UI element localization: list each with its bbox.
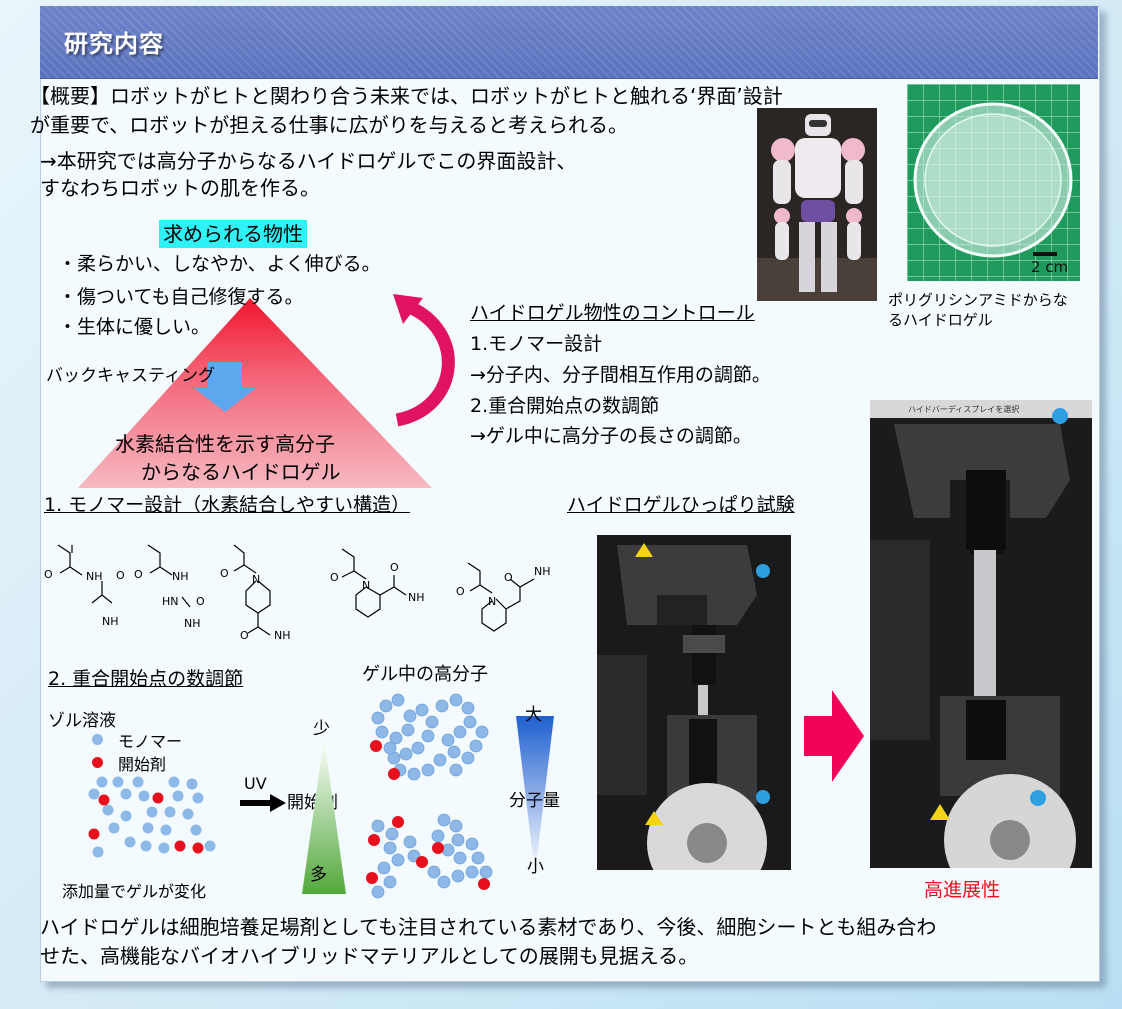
tensile-photo-after: ハイドバーディスプレイを選択 <box>870 400 1092 868</box>
polymer-chains <box>366 693 493 899</box>
initiator-legend-dot <box>92 757 103 768</box>
monomer-legend: モノマー <box>118 732 183 751</box>
many-label: 多 <box>310 865 327 885</box>
petri-dish-illustration <box>907 84 1080 281</box>
sol-label: ゾル溶液 <box>48 711 116 731</box>
label-o: O <box>44 568 53 581</box>
polymer-heading: ゲル中の高分子 <box>362 664 488 685</box>
label-nh: NH <box>86 570 103 583</box>
intro-line-3: →本研究では高分子からなるハイドロゲルでこの界面設計、 <box>40 149 577 173</box>
label-o: O <box>134 568 143 581</box>
monomer-heading: 1. モノマー設計（水素結合しやすい構造） <box>44 494 410 516</box>
result-line-2: からなるハイドロゲル <box>141 460 341 484</box>
tensile-heading: ハイドロゲルひっぱり試験 <box>567 494 795 516</box>
section-header <box>40 6 1098 79</box>
conclusion-line-1: ハイドロゲルは細胞培養足場剤としても注目されている素材であり、今後、細胞シートと… <box>40 915 937 939</box>
molecular-weight-triangle <box>516 716 554 874</box>
label-o: O <box>390 561 399 574</box>
label-o: O <box>504 571 513 584</box>
label-n: N <box>488 595 496 608</box>
monomer-legend-dot <box>92 734 103 745</box>
intro-line-2: が重要で、ロボットが担える仕事に広がりを与えると考えられる。 <box>30 113 628 137</box>
label-nh2: NH <box>408 591 425 604</box>
photo-caption-2: るハイドロゲル <box>888 311 993 329</box>
label-o: O <box>116 569 125 582</box>
property-item: ・傷ついても自己修復する。 <box>58 286 304 308</box>
label-nh2: NH <box>534 565 551 578</box>
properties-heading: 求められる物性 <box>159 220 307 248</box>
curved-arrow <box>393 294 455 427</box>
label-n: N <box>252 573 260 586</box>
small-label: 小 <box>527 857 544 877</box>
screen-text: ハイドバーディスプレイを選択 <box>908 405 1020 414</box>
high-extensibility-label: 高進展性 <box>924 879 1001 901</box>
backcasting-triangle <box>78 298 432 488</box>
control-line: 2.重合開始点の数調節 <box>470 395 660 417</box>
uv-label: UV <box>244 774 267 793</box>
large-label: 大 <box>525 705 542 725</box>
intro-line-1: 【概要】ロボットがヒトと関わり合う未来では、ロボットがヒトと触れる‘界面’設計 <box>30 84 783 108</box>
label-nh2: NH <box>184 617 201 630</box>
scale-bar-label: 2 cm <box>1031 258 1069 276</box>
petri-dish-photo: 2 cm <box>907 84 1080 281</box>
initiation-heading: 2. 重合開始点の数調節 <box>48 668 244 690</box>
label-nh: NH <box>172 570 189 583</box>
change-label: 添加量でゲルが変化 <box>62 882 207 901</box>
intro-line-4: すなわちロボットの肌を作る。 <box>40 176 320 200</box>
result-arrow <box>804 690 864 782</box>
label-nh2: NH <box>274 629 291 642</box>
label-hn: HN <box>162 595 179 608</box>
initiator-legend: 開始剤 <box>118 755 167 774</box>
control-line: 1.モノマー設計 <box>470 333 603 355</box>
monomer-structures: O NH O NH O NH HN O NH O N O NH O N O NH… <box>44 544 551 642</box>
robot-photo <box>757 108 877 301</box>
tensile-photo-before <box>597 535 791 870</box>
few-label: 少 <box>313 719 330 739</box>
label-o: O <box>240 629 249 642</box>
property-item: ・柔らかい、しなやか、よく伸びる。 <box>58 253 381 275</box>
robot-illustration <box>757 108 877 301</box>
label-o: O <box>220 567 229 580</box>
label-o: O <box>196 595 205 608</box>
result-line-1: 水素結合性を示す高分子 <box>115 432 335 456</box>
tensile-machine-after <box>870 400 1092 868</box>
label-o: O <box>330 571 339 584</box>
label-n: N <box>362 579 370 592</box>
uv-arrow <box>240 794 286 812</box>
label-o: O <box>456 585 465 598</box>
initiator-gradient-triangle <box>302 738 346 894</box>
photo-caption-1: ポリグリシンアミドからな <box>888 291 1068 309</box>
property-item: ・生体に優しい。 <box>58 316 211 338</box>
backcasting-label: バックキャスティング <box>46 366 215 386</box>
section-title: 研究内容 <box>64 30 164 58</box>
sol-dots <box>88 776 216 858</box>
control-line: →ゲル中に高分子の長さの調節。 <box>470 425 752 447</box>
control-heading: ハイドロゲル物性のコントロール <box>470 302 755 324</box>
molecular-weight-label: 分子量 <box>509 791 560 811</box>
conclusion-line-2: せた、高機能なバイオハイブリッドマテリアルとしての展開も見据える。 <box>40 944 699 968</box>
control-line: →分子内、分子間相互作用の調節。 <box>470 364 771 386</box>
label-nh2: NH <box>102 615 119 628</box>
tensile-machine-before <box>597 535 791 870</box>
